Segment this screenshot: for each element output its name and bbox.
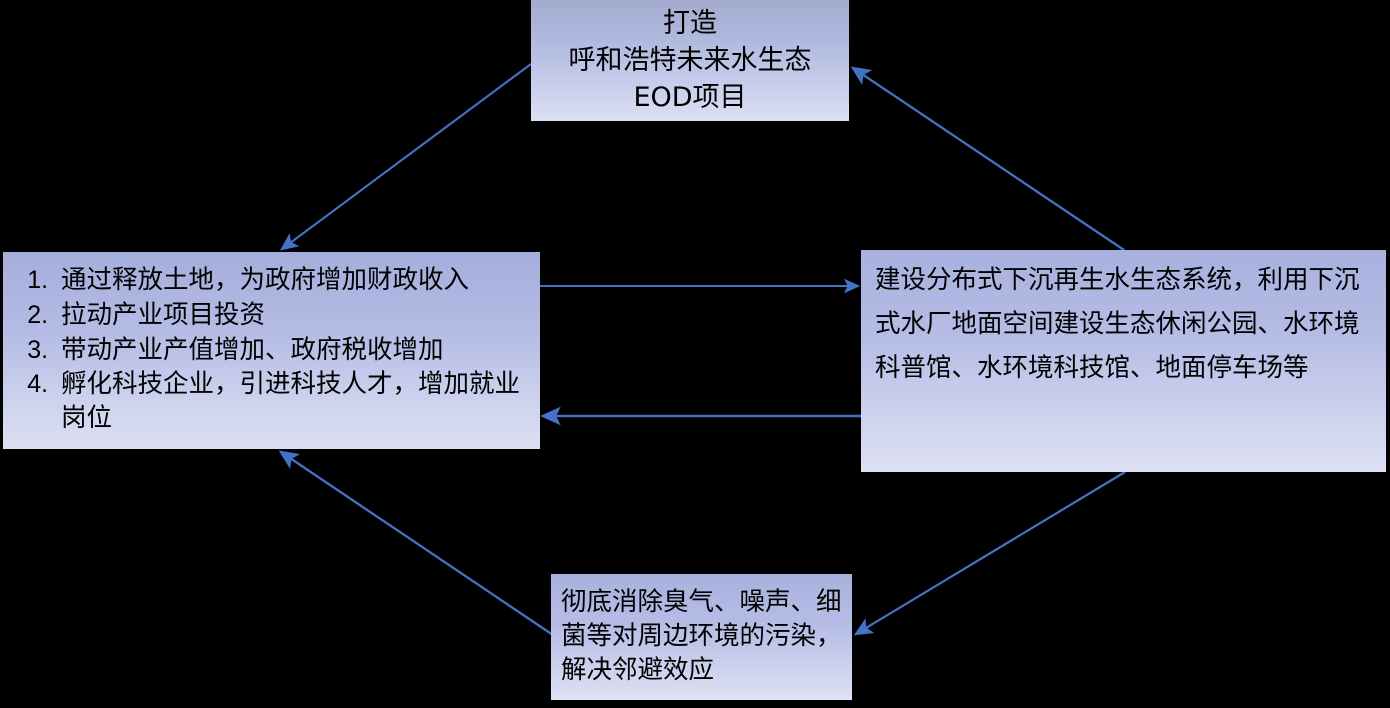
list-item: 拉动产业项目投资 bbox=[55, 299, 532, 333]
goal-line-2: 呼和浩特未来水生态 bbox=[568, 44, 812, 76]
node-project-goal[interactable]: 打造 呼和浩特未来水生态 EOD项目 bbox=[531, 0, 849, 121]
connector-construction-to-environment bbox=[853, 471, 1126, 636]
connector-environment-to-economic bbox=[278, 450, 554, 636]
node-construction-content[interactable]: 建设分布式下沉再生水生态系统，利用下沉式水厂地面空间建设生态休闲公园、水环境科普… bbox=[861, 250, 1386, 472]
goal-line-3: EOD项目 bbox=[633, 82, 747, 114]
economic-benefits-list: 通过释放土地，为政府增加财政收入 拉动产业项目投资 带动产业产值增加、政府税收增… bbox=[13, 264, 532, 438]
goal-line-1: 打造 bbox=[663, 7, 717, 39]
construction-content-text: 建设分布式下沉再生水生态系统，利用下沉式水厂地面空间建设生态休闲公园、水环境科普… bbox=[875, 265, 1360, 384]
node-environmental-benefits[interactable]: 彻底消除臭气、噪声、细菌等对周边环境的污染，解决邻避效应 bbox=[551, 574, 852, 700]
list-item: 孵化科技企业，引进科技人才，增加就业岗位 bbox=[55, 368, 532, 436]
node-economic-benefits[interactable]: 通过释放土地，为政府增加财政收入 拉动产业项目投资 带动产业产值增加、政府税收增… bbox=[3, 252, 540, 449]
environmental-benefits-text: 彻底消除臭气、噪声、细菌等对周边环境的污染，解决邻避效应 bbox=[561, 587, 842, 685]
connector-goal-to-economic bbox=[279, 63, 532, 251]
list-item: 通过释放土地，为政府增加财政收入 bbox=[55, 264, 532, 298]
list-item: 带动产业产值增加、政府税收增加 bbox=[55, 334, 532, 368]
connector-construction-to-goal bbox=[850, 66, 1125, 251]
